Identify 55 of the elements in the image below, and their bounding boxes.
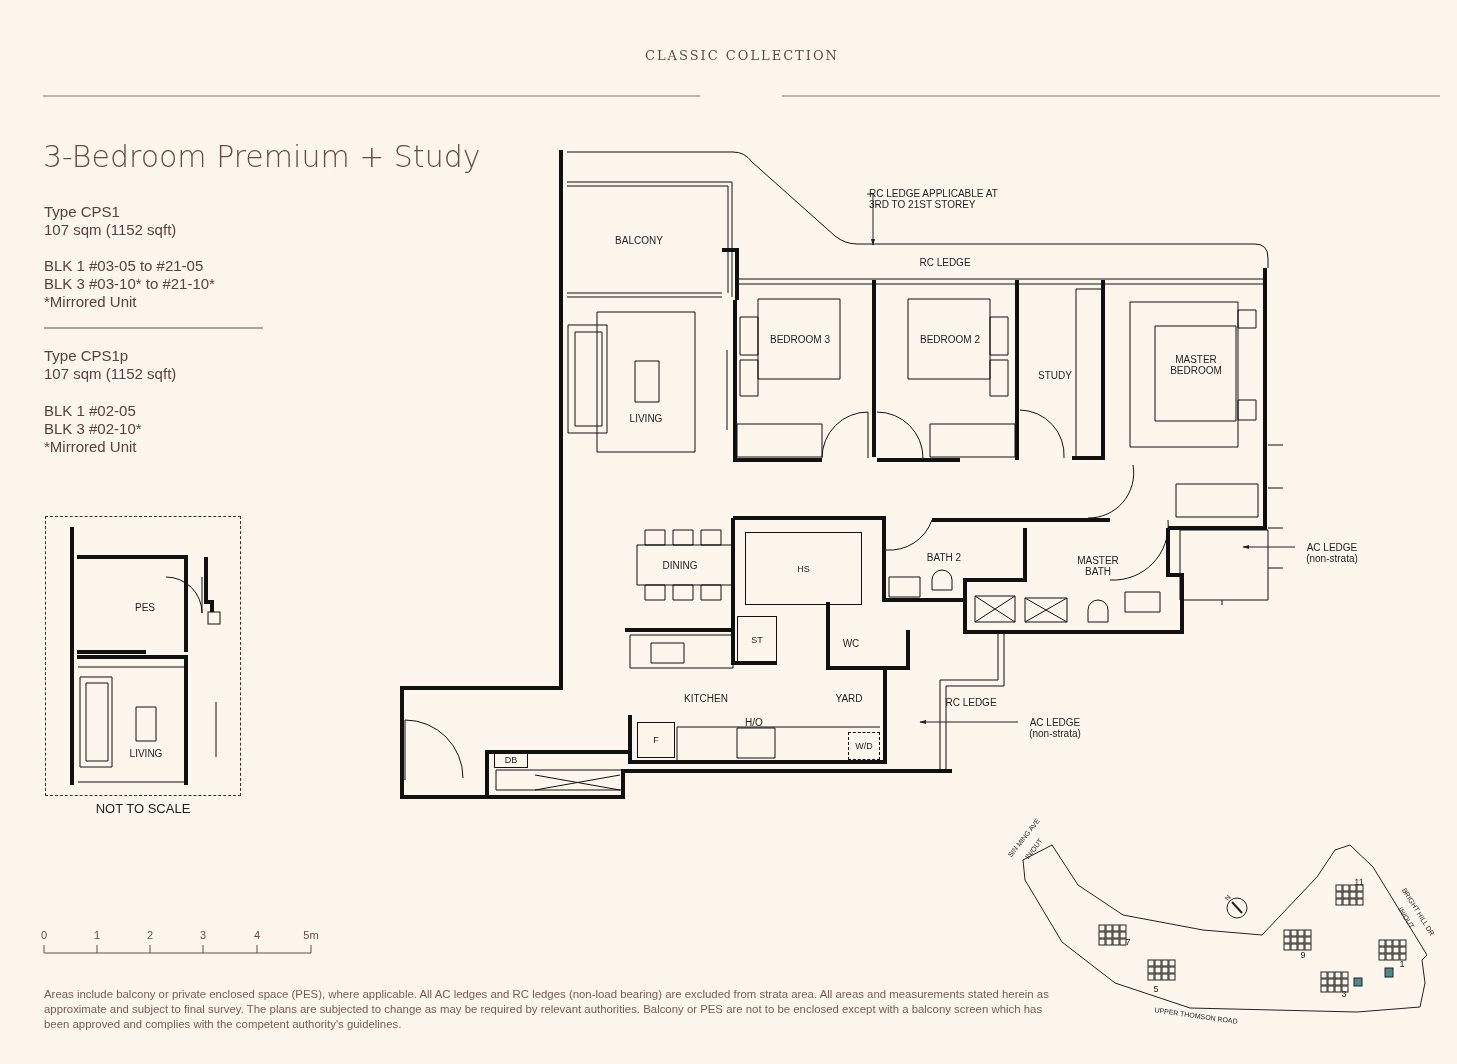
room-label: KITCHEN — [684, 692, 728, 704]
scale-number: 3 — [199, 928, 207, 942]
scale-number: 1 — [93, 928, 101, 942]
callout-text: RC LEDGE APPLICABLE AT 3RD TO 21ST STOREY — [869, 187, 1005, 211]
room-label: MASTER BATH — [1076, 555, 1120, 577]
room-label: YARD — [835, 692, 863, 704]
disclaimer-note: Areas include balcony or private enclosed space (PES), where applicable. All AC ledges and RC ledges (non-load bearing) are excluded from strata area. All areas and measurements stated herein as approximate and subject to final survey. The plans are subjected to change as may be required by relevant authorities. Balcony or PES are not to be enclosed except with a balcony screen which has been approved and complies with the competent authority's guidelines. — [44, 987, 1050, 1032]
unit-info-text: 107 sqm (1152 sqft) — [44, 221, 177, 239]
scale-number: 2 — [146, 928, 154, 942]
unit-info-text: *Mirrored Unit — [44, 438, 137, 456]
plan-title: 3-Bedroom Premium + Study — [43, 139, 481, 174]
unit-info-text: Type CPS1 — [44, 203, 120, 221]
collection-heading: CLASSIC COLLECTION — [645, 48, 839, 64]
scale-number: 4 — [253, 928, 261, 942]
inset-plan-frame — [45, 516, 241, 796]
room-label: BEDROOM 3 — [770, 333, 830, 345]
room-label: BEDROOM 2 — [920, 333, 980, 345]
room-label: H/O — [745, 716, 763, 728]
callout-text: AC LEDGE (non-strata) — [1297, 541, 1367, 565]
scale-number: 5m — [303, 928, 319, 942]
block-number: 11 — [1354, 878, 1364, 888]
room-label: MASTER BEDROOM — [1169, 354, 1223, 376]
room-label: STUDY — [1038, 369, 1072, 381]
unit-info-text: BLK 3 #02-10* — [44, 420, 142, 438]
store-box: ST — [737, 616, 777, 663]
washer-box: W/D — [848, 732, 880, 760]
unit-info-text: BLK 3 #03-10* to #21-10* — [44, 275, 215, 293]
room-label: WC — [842, 637, 860, 649]
unit-info-text: Type CPS1p — [44, 347, 129, 365]
scale-note: NOT TO SCALE — [95, 801, 191, 817]
db-box: DB — [494, 752, 528, 768]
room-label: BATH 2 — [926, 551, 962, 563]
room-label: DINING — [662, 559, 698, 571]
unit-info-text: BLK 1 #03-05 to #21-05 — [44, 257, 204, 275]
scale-number: 0 — [40, 928, 48, 942]
block-number: 9 — [1300, 951, 1306, 961]
unit-info-text: BLK 1 #02-05 — [44, 402, 136, 420]
unit-info-text: 107 sqm (1152 sqft) — [44, 365, 177, 383]
shelter-box: HS — [745, 532, 862, 605]
block-number: 7 — [1125, 938, 1131, 948]
callout-text: AC LEDGE (non-strata) — [1020, 716, 1090, 740]
leader-arrow — [1242, 544, 1296, 550]
block-number: 5 — [1153, 985, 1159, 995]
room-label: BALCONY — [615, 234, 663, 246]
room-label: PES — [135, 601, 155, 613]
block-number: 1 — [1399, 960, 1405, 970]
block-number: 3 — [1341, 990, 1347, 1000]
leader-arrow — [919, 719, 1019, 725]
room-label: LIVING — [129, 747, 163, 759]
fridge-box: F — [637, 722, 675, 758]
unit-info-text: *Mirrored Unit — [44, 293, 137, 311]
room-label: LIVING — [629, 412, 663, 424]
leader-arrow — [866, 193, 876, 246]
room-label: RC LEDGE — [945, 696, 997, 708]
room-label: RC LEDGE — [919, 256, 971, 268]
